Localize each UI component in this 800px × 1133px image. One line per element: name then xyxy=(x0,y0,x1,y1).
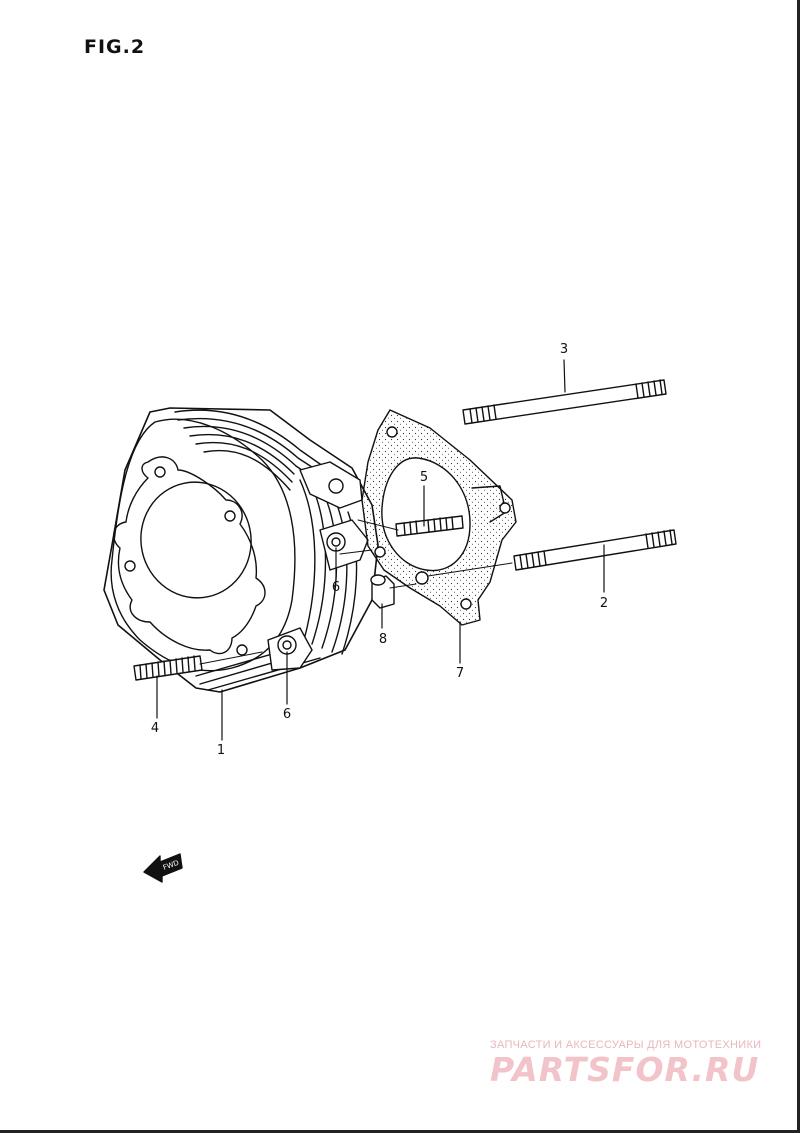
dowel-pin-part-6-lower xyxy=(277,635,297,655)
stud-bolt-part-5 xyxy=(395,515,464,537)
dowel-pin-part-6-upper xyxy=(326,532,346,552)
watermark-tagline: ЗАПЧАСТИ И АКСЕССУАРЫ ДЛЯ МОТОТЕХНИКИ xyxy=(490,1039,762,1051)
callout-6b: 6 xyxy=(282,707,292,722)
callout-6a: 6 xyxy=(331,580,341,595)
figure-title: FIG.2 xyxy=(84,36,146,58)
long-stud-part-3 xyxy=(462,379,667,425)
callout-4: 4 xyxy=(150,721,160,736)
callout-5: 5 xyxy=(419,470,429,485)
callout-8: 8 xyxy=(378,632,388,647)
long-stud-part-2 xyxy=(513,529,677,571)
stud-bolt-part-4 xyxy=(133,655,203,681)
watermark-brand: PARTSFOR.RU xyxy=(490,1050,760,1089)
callout-7: 7 xyxy=(455,666,465,681)
callout-1: 1 xyxy=(216,743,226,758)
leader-3 xyxy=(563,359,566,393)
cylinder-part-1 xyxy=(103,407,379,693)
fwd-arrow-icon xyxy=(143,853,183,883)
leader-lines xyxy=(156,359,605,741)
page-border-bottom xyxy=(0,1130,800,1133)
callout-2: 2 xyxy=(599,596,609,611)
dowel-pin-part-8 xyxy=(370,574,395,609)
page-border-right xyxy=(797,0,800,1133)
callout-3: 3 xyxy=(559,342,569,357)
cylinder-gasket-part-7 xyxy=(361,409,517,626)
alignment-lines xyxy=(199,519,513,665)
